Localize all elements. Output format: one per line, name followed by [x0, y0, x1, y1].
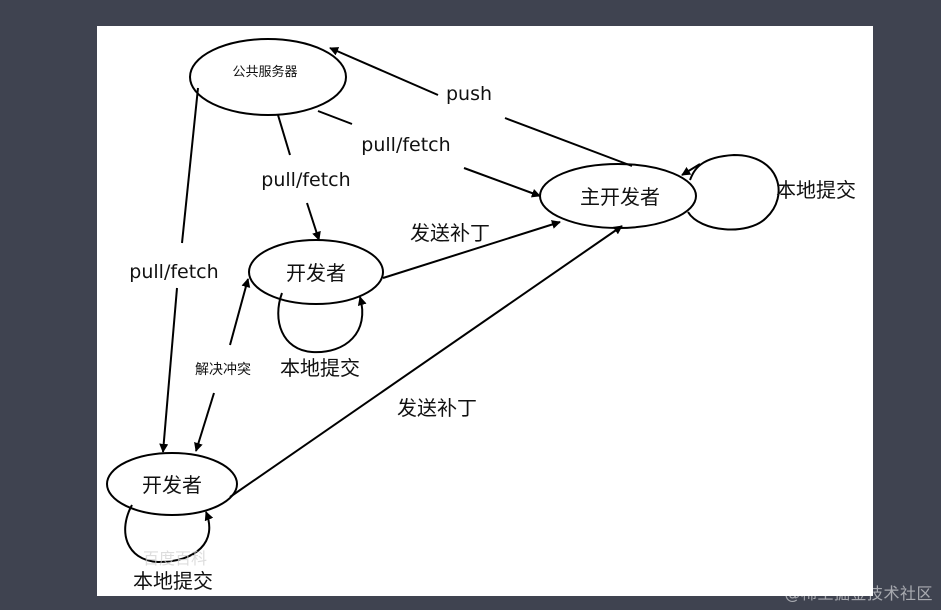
resolve-conflict-arrow-lower [194, 392, 215, 452]
local-commit-loop-bottom [124, 504, 214, 564]
server-node [189, 38, 347, 116]
push-arrow [504, 117, 633, 167]
pull-fetch-left-arrow-head [159, 287, 178, 453]
faint-watermark: 百度百科 [143, 549, 207, 568]
pull-fetch-mid-label: pull/fetch [261, 169, 350, 191]
developer-bottom-label: 开发者 [142, 473, 202, 497]
pull-fetch-main-arrow-head [463, 167, 541, 198]
pull-fetch-mid-arrow-head [306, 202, 321, 241]
local-commit-loop-main-head [681, 163, 701, 176]
local-commit-loop-middle [277, 292, 367, 354]
pull-fetch-mid-arrow [277, 114, 291, 156]
main-developer-label: 主开发者 [580, 185, 660, 209]
local-commit-main-label: 本地提交 [776, 178, 856, 202]
server-label: 公共服务器 [232, 64, 297, 80]
patch-bottom-label: 发送补丁 [397, 396, 477, 420]
pull-fetch-left-arrow [181, 87, 199, 244]
corner-watermark: @稀土掘金技术社区 [784, 584, 933, 603]
developer-middle-label: 开发者 [286, 261, 346, 285]
patch-arrow-bottom [229, 225, 623, 498]
pull-fetch-main-label: pull/fetch [361, 134, 450, 156]
pull-fetch-main-arrow [317, 110, 353, 125]
push-label: push [446, 83, 492, 105]
pull-fetch-left-label: pull/fetch [129, 261, 218, 283]
patch-arrow-middle [382, 220, 561, 279]
push-arrow-head [329, 47, 439, 96]
local-commit-loop-main [687, 153, 780, 231]
local-commit-middle-label: 本地提交 [280, 356, 360, 380]
local-commit-bottom-label: 本地提交 [133, 569, 213, 593]
resolve-conflict-label: 解决冲突 [195, 362, 251, 378]
resolve-conflict-arrow [229, 278, 251, 346]
developer-node-bottom [106, 452, 238, 516]
patch-middle-label: 发送补丁 [410, 221, 490, 245]
